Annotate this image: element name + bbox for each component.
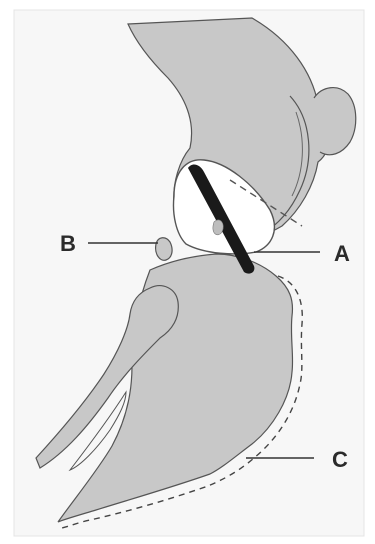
callout-label-b: B	[60, 231, 76, 256]
callout-label-a: A	[334, 241, 350, 266]
ligament-fiber-detail	[213, 220, 223, 235]
callout-label-c: C	[332, 447, 348, 472]
patella-bone	[156, 238, 172, 261]
